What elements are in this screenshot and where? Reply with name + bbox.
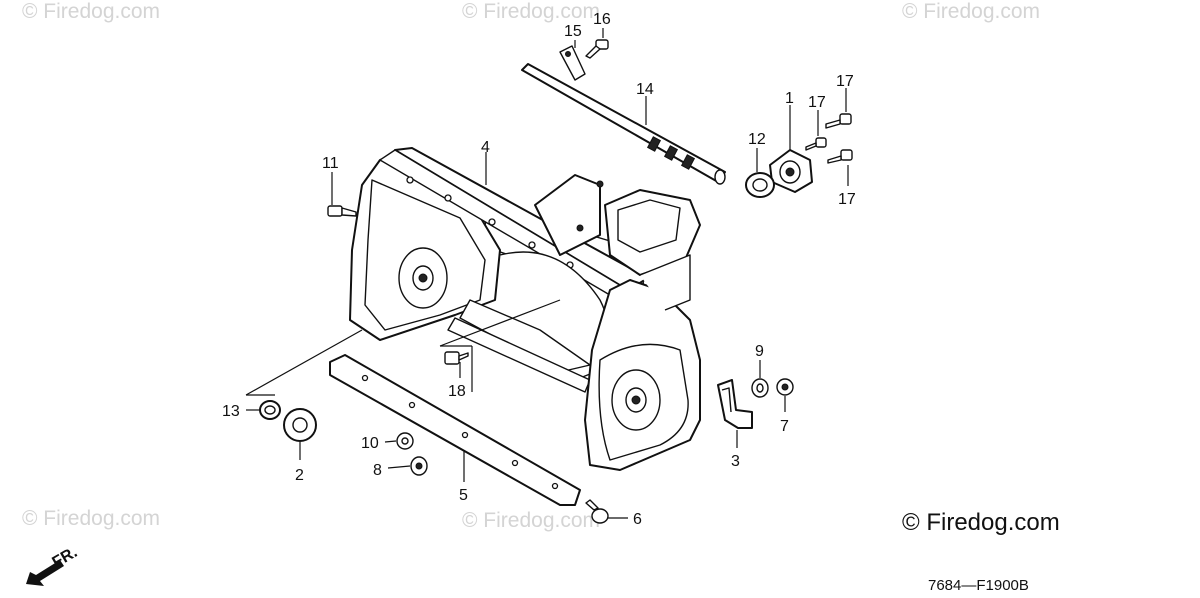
bearing-12 (745, 172, 775, 198)
callout-2: 2 (295, 467, 304, 484)
callout-4: 4 (481, 139, 490, 156)
callout-1: 1 (785, 90, 794, 107)
callout-15: 15 (564, 23, 582, 40)
callout-12: 12 (748, 131, 766, 148)
diagram-code: 7684—F1900B (928, 577, 1029, 594)
front-direction-indicator: FR. (26, 544, 80, 586)
clip-15 (559, 45, 586, 81)
watermark-bottom-left: © Firedog.com (22, 507, 160, 530)
bearing-13 (259, 400, 281, 420)
front-arrow-icon (26, 560, 64, 586)
washer-9 (751, 378, 769, 398)
callout-14: 14 (636, 81, 654, 98)
bearing-holder-1 (769, 149, 813, 193)
bolts-17 (805, 113, 853, 164)
callout-10: 10 (361, 435, 379, 452)
bolt-6 (585, 499, 609, 524)
callout-16: 16 (593, 11, 611, 28)
watermark-top-right: © Firedog.com (902, 0, 1040, 23)
callout-18: 18 (448, 383, 466, 400)
callout-8: 8 (373, 462, 382, 479)
watermark-top-left: © Firedog.com (22, 0, 160, 23)
watermark-bottom-center: © Firedog.com (462, 509, 600, 532)
auger-housing (349, 147, 701, 471)
callout-5: 5 (459, 487, 468, 504)
callout-13: 13 (222, 403, 240, 420)
callout-7: 7 (780, 418, 789, 435)
bearing-holder-2 (283, 408, 317, 442)
callout-11: 11 (322, 155, 339, 172)
callout-6: 6 (633, 511, 642, 528)
leader-lines (245, 28, 849, 519)
bolt-18 (444, 351, 469, 365)
copyright-notice: © Firedog.com (902, 509, 1060, 536)
skid-shoe-3 (717, 379, 753, 429)
nut-8 (410, 456, 428, 476)
scraper-bar-5 (329, 354, 581, 506)
callout-17-middle: 17 (808, 94, 826, 111)
callouts: 1 2 3 4 5 6 7 8 9 10 11 12 13 14 15 16 1… (222, 11, 856, 528)
callout-17-top: 17 (836, 73, 854, 90)
auger-shaft (521, 63, 726, 185)
callout-9: 9 (755, 343, 764, 360)
bolt-16 (585, 39, 609, 59)
callout-17-bottom: 17 (838, 191, 856, 208)
watermark-top-center: © Firedog.com (462, 0, 600, 23)
nut-7 (776, 378, 794, 396)
callout-3: 3 (731, 453, 740, 470)
washer-10 (396, 432, 414, 450)
bolt-11 (327, 205, 357, 217)
